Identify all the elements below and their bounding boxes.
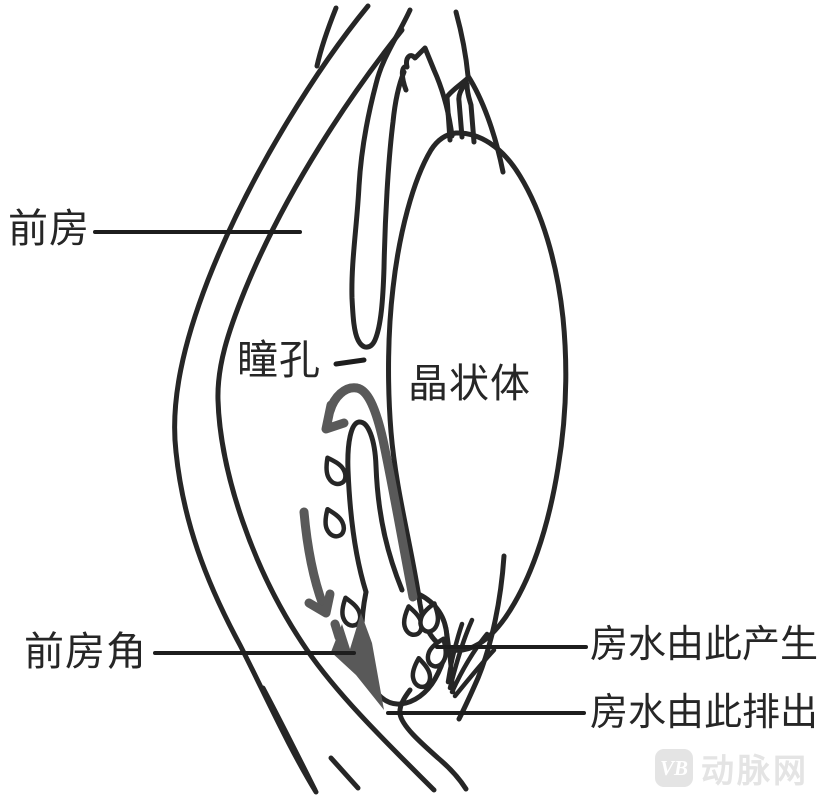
zonule-fiber-top-3: [464, 81, 477, 145]
zonule-fiber-bottom-3: [449, 631, 490, 695]
zonule-fiber-top-2: [456, 79, 469, 140]
droplet-icon: [340, 595, 363, 628]
flow-arrow-up-through-pupil: [325, 383, 418, 602]
droplet-icon: [401, 604, 424, 637]
label-aqueous-production: 房水由此产生: [590, 624, 819, 666]
iris-lower-outline: [345, 419, 405, 595]
watermark: VB 动脉网: [655, 744, 809, 792]
cornea-outer-arc: [172, 3, 371, 795]
flow-arrow-down-chamber: [299, 507, 328, 610]
aqueous-flow-arrows: [299, 383, 418, 642]
leader-line-pupil-dash: [333, 357, 367, 367]
limbus-branch-line: [314, 5, 339, 69]
label-lens: 晶状体: [408, 362, 531, 406]
droplet-icon: [323, 506, 347, 539]
ciliary-process-top: [399, 45, 455, 139]
sclera-bottom-left-curve: [260, 685, 318, 793]
zonule-fiber-bottom-4: [452, 647, 497, 699]
flow-arrow-up-arrowhead-icon: [321, 400, 349, 434]
droplet-icon: [410, 655, 433, 690]
eye-outline-group: [172, 3, 569, 795]
sclera-bottom-left-segment: [328, 755, 361, 791]
sclera-top-right-line: [453, 9, 471, 79]
flow-arrow-down-arrowhead-icon: [304, 589, 335, 618]
droplet-icon: [418, 601, 441, 634]
droplet-icon: [324, 455, 348, 487]
cornea-inner-arc: [215, 27, 437, 793]
iris-upper-outline: [349, 7, 413, 350]
label-anterior-chamber: 前房: [8, 207, 90, 251]
label-pupil: 瞳孔: [237, 337, 321, 383]
zonule-fiber-bottom-1: [445, 621, 465, 685]
zonule-fiber-top-outer: [465, 73, 506, 175]
zonule-fiber-top-1: [444, 75, 471, 143]
drainage-channel-curve: [397, 687, 469, 792]
zonule-fiber-bottom-2: [447, 617, 475, 691]
label-aqueous-drainage: 房水由此排出: [590, 692, 819, 734]
watermark-vb-badge-icon: VB: [655, 749, 693, 787]
aqueous-droplets: [323, 455, 448, 690]
watermark-site-name: 动脉网: [701, 752, 809, 789]
drain-arrow-icon: [331, 613, 384, 710]
leader-lines: [93, 230, 588, 715]
zonule-fiber-fan-bottom: [443, 617, 497, 699]
label-anterior-chamber-angle: 前房角: [24, 630, 147, 674]
sclera-bottom-right-arc: [456, 553, 507, 722]
